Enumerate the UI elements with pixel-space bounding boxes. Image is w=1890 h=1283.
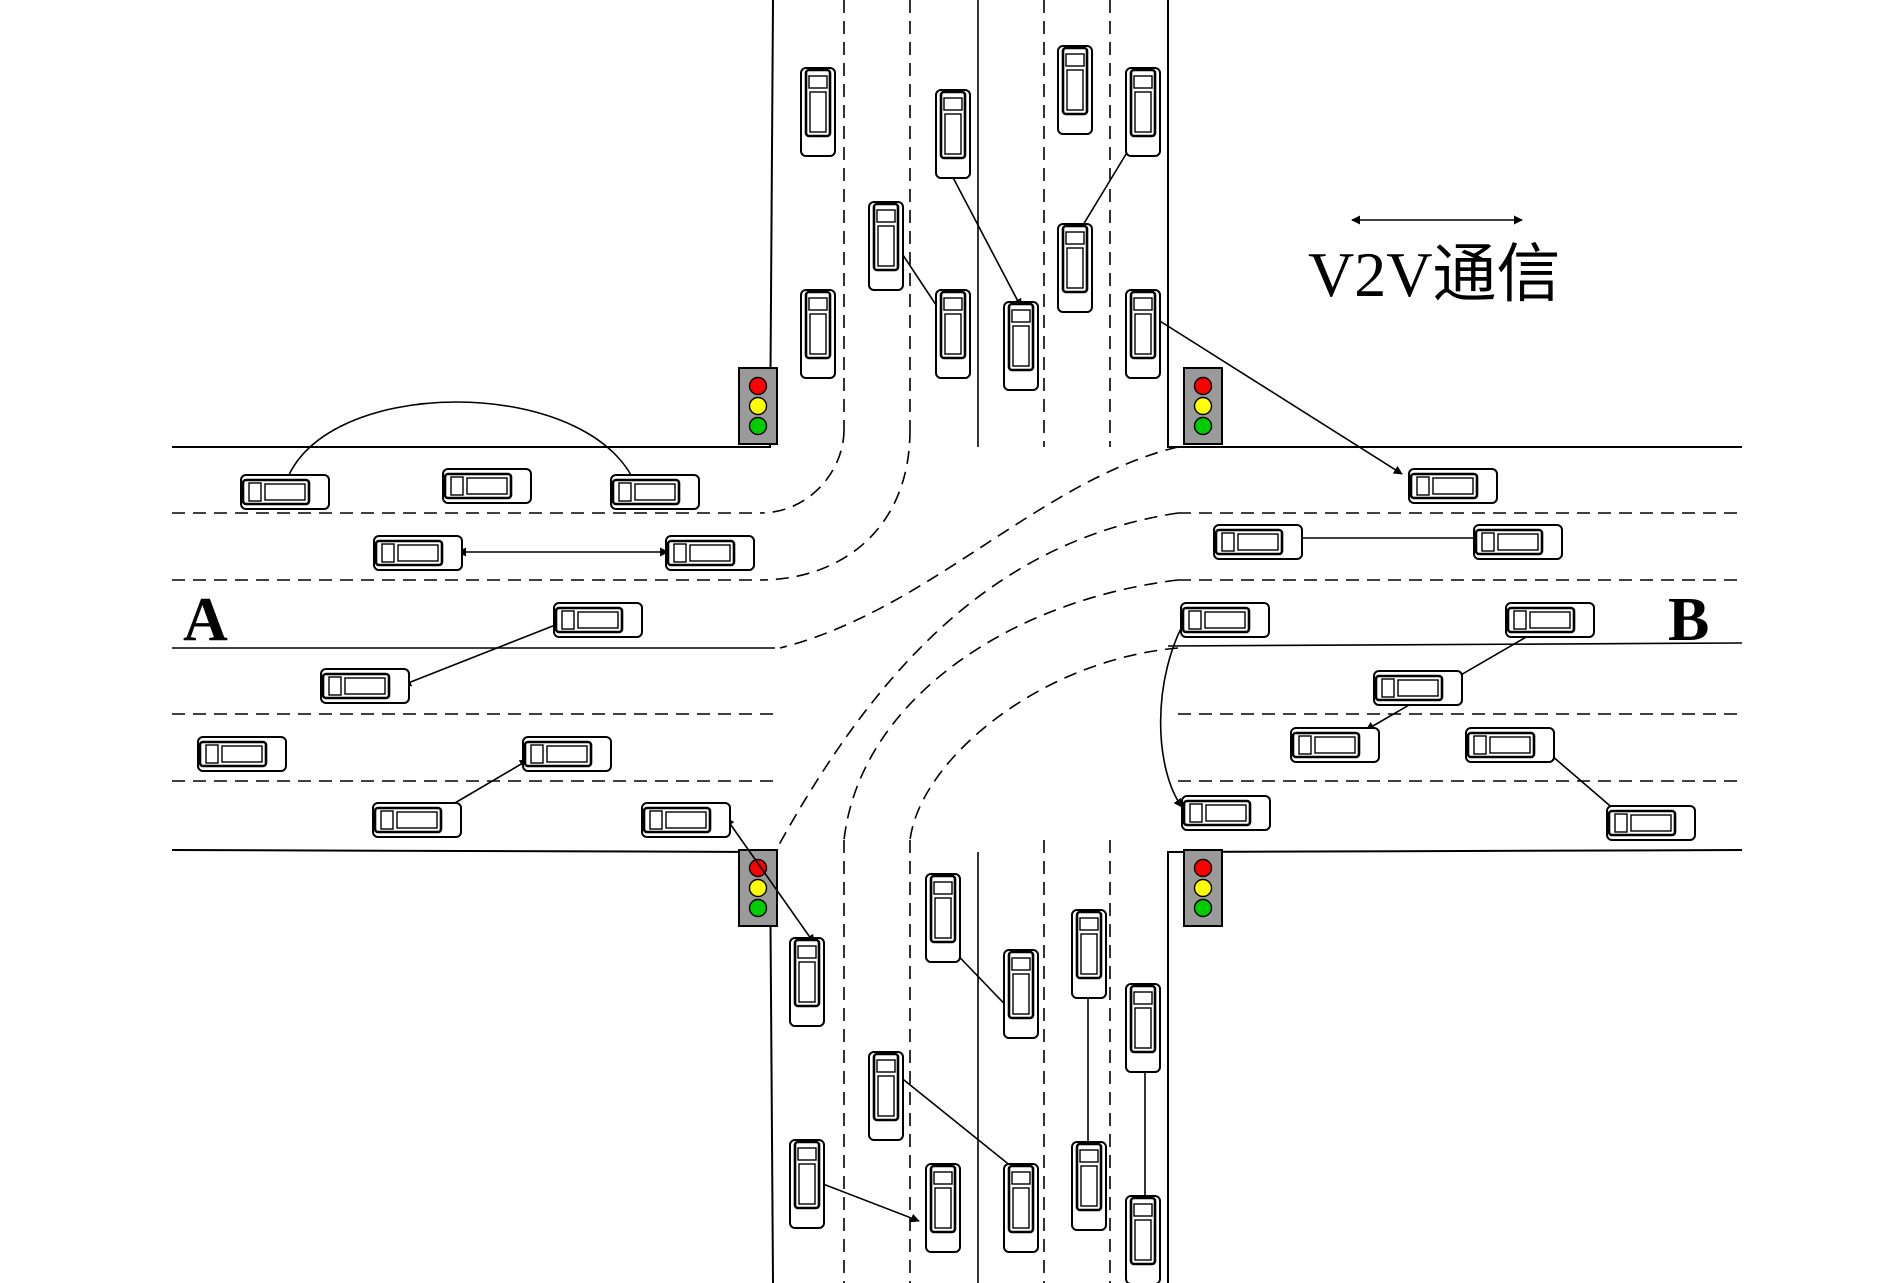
car-icon (1124, 1194, 1162, 1283)
traffic-light-icon (738, 849, 778, 927)
car-icon (788, 1138, 826, 1230)
car-icon (1070, 908, 1108, 1000)
car-icon (609, 473, 701, 511)
vehicles-vertical (788, 44, 1162, 1283)
car-icon (1124, 982, 1162, 1074)
car-icon (924, 872, 962, 964)
turn-guides (759, 429, 1179, 853)
car-icon (1504, 601, 1596, 639)
car-icon (521, 735, 613, 773)
point-a-label: A (183, 586, 228, 654)
car-icon (1180, 794, 1272, 832)
car-icon (1212, 523, 1304, 561)
car-icon (1289, 726, 1381, 764)
car-icon (934, 288, 972, 380)
car-icon (1179, 601, 1271, 639)
car-icon (372, 534, 464, 572)
car-icon (664, 534, 756, 572)
car-icon (371, 801, 463, 839)
car-icon (239, 473, 331, 511)
car-icon (441, 467, 533, 505)
car-icon (934, 88, 972, 180)
legend: V2V通信 (1308, 215, 1560, 310)
lane-markings (172, 0, 1742, 1283)
vehicles-horizontal (196, 467, 1697, 842)
car-icon (1056, 222, 1094, 314)
car-icon (799, 66, 837, 158)
road-edges (171, 0, 1743, 1283)
car-icon (1124, 66, 1162, 158)
car-icon (319, 667, 411, 705)
car-icon (1407, 467, 1499, 505)
car-icon (1056, 44, 1094, 136)
center-lines (172, 0, 1743, 1283)
car-icon (924, 1162, 962, 1254)
car-icon (1002, 948, 1040, 1040)
legend-label: V2V通信 (1308, 239, 1560, 310)
point-b-label: B (1668, 586, 1709, 654)
car-icon (1070, 1140, 1108, 1232)
car-icon (1002, 1162, 1040, 1254)
car-icon (799, 288, 837, 380)
traffic-light-icon (1183, 367, 1223, 445)
car-icon (552, 601, 644, 639)
traffic-light-icon (1183, 849, 1223, 927)
traffic-light-icon (738, 367, 778, 445)
car-icon (1605, 804, 1697, 842)
car-icon (640, 801, 732, 839)
car-icon (1472, 523, 1564, 561)
car-icon (196, 735, 288, 773)
car-icon (788, 936, 826, 1028)
car-icon (1002, 300, 1040, 392)
car-icon (1464, 726, 1556, 764)
car-icon (1124, 288, 1162, 380)
car-icon (1372, 669, 1464, 707)
car-icon (867, 200, 905, 292)
car-icon (867, 1050, 905, 1142)
